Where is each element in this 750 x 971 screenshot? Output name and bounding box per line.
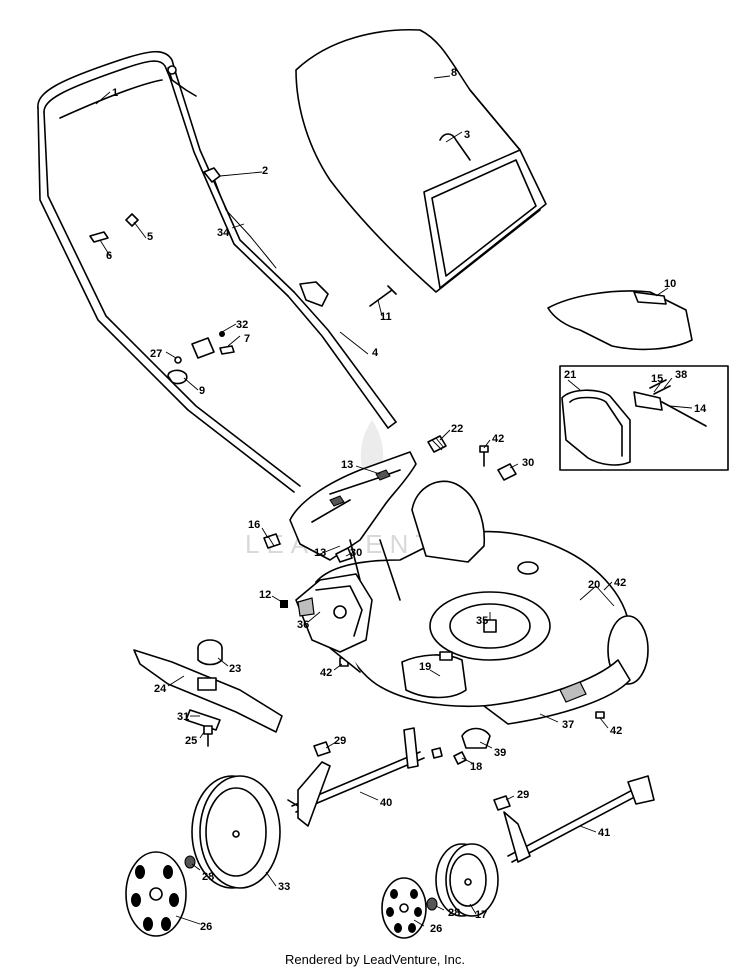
- callout-6: 6: [106, 250, 112, 262]
- callout-25: 25: [185, 735, 197, 747]
- callout-10: 10: [664, 278, 676, 290]
- callout-40: 40: [380, 797, 392, 809]
- callout-9: 9: [199, 385, 205, 397]
- callout-15: 15: [651, 373, 663, 385]
- callout-20: 20: [588, 579, 600, 591]
- callout-14: 14: [694, 403, 707, 415]
- callout-26-front: 26: [430, 923, 442, 935]
- callout-30-top: 30: [522, 457, 534, 469]
- bolt-30b: [335, 547, 353, 563]
- callout-42-left: 42: [320, 667, 332, 679]
- callout-7: 7: [244, 333, 250, 345]
- door-spring: [427, 435, 447, 453]
- callout-29-rear: 29: [334, 735, 346, 747]
- callout-labels: 1 2 3 4 5 6 7 8 9 10 11 12 13 13 14 15 1…: [106, 67, 707, 935]
- upper-handle: [37, 50, 301, 493]
- callout-41: 41: [598, 827, 610, 839]
- callout-17: 17: [475, 909, 487, 921]
- hubcap-26a: [125, 851, 187, 937]
- callout-33: 33: [278, 881, 290, 893]
- callout-4: 4: [372, 347, 379, 359]
- lower-handle: [287, 281, 397, 429]
- front-axle: [503, 775, 655, 863]
- mulch-plug: [561, 379, 707, 466]
- spring-29a: [313, 741, 331, 757]
- callout-3: 3: [464, 129, 470, 141]
- rear-axle: [287, 727, 425, 827]
- rear-wheel: [191, 775, 281, 889]
- callout-21: 21: [564, 369, 576, 381]
- callout-42-right: 42: [614, 577, 626, 589]
- callout-13-door: 13: [314, 547, 326, 559]
- wheel-washer-28b: [426, 897, 438, 911]
- callout-26-rear: 26: [200, 921, 212, 933]
- callout-5: 5: [147, 231, 153, 243]
- callout-13-shield: 13: [341, 459, 353, 471]
- callout-22: 22: [451, 423, 463, 435]
- callout-39: 39: [494, 747, 506, 759]
- callout-23: 23: [229, 663, 241, 675]
- hubcap-26b: [381, 877, 427, 939]
- blade: [133, 649, 283, 733]
- callout-28-rear: 28: [202, 871, 214, 883]
- callout-18: 18: [470, 761, 482, 773]
- callout-36: 36: [297, 619, 309, 631]
- callout-12: 12: [259, 589, 271, 601]
- callout-42-bottom: 42: [610, 725, 622, 737]
- callout-31: 31: [177, 711, 189, 723]
- rear-discharge-door: [289, 451, 417, 561]
- callout-34: 34: [217, 227, 230, 239]
- discharge-deflector: [547, 290, 693, 351]
- callout-24: 24: [154, 683, 167, 695]
- callout-16: 16: [248, 519, 260, 531]
- callout-11: 11: [380, 311, 392, 323]
- callout-30-mid: 30: [350, 547, 362, 559]
- blade-bolt: [203, 725, 213, 735]
- callout-1: 1: [112, 87, 118, 99]
- bolt-30a: [497, 463, 517, 481]
- engine: [295, 573, 373, 653]
- mower-deck: [315, 480, 649, 725]
- callout-8: 8: [451, 67, 457, 79]
- callout-32: 32: [236, 319, 248, 331]
- callout-28-front: 28: [448, 907, 460, 919]
- callout-19: 19: [419, 661, 431, 673]
- gear-bolt: [453, 751, 467, 765]
- handle-hardware: [89, 213, 235, 385]
- callout-2: 2: [262, 165, 268, 177]
- grass-bag: [295, 28, 547, 293]
- footer-credit: Rendered by LeadVenture, Inc.: [285, 952, 465, 967]
- control-cable: [213, 177, 277, 269]
- handle-bolt: [369, 285, 397, 307]
- blade-washer: [185, 709, 221, 731]
- callout-37: 37: [562, 719, 574, 731]
- blade-adapter: [197, 639, 223, 666]
- leader-lines: [95, 75, 693, 927]
- front-wheel: [435, 843, 499, 917]
- spring-29b: [493, 795, 511, 811]
- deflector-tab: [633, 291, 667, 305]
- callout-35: 35: [476, 615, 488, 627]
- callout-42-top: 42: [492, 433, 504, 445]
- callout-38: 38: [675, 369, 687, 381]
- callout-27: 27: [150, 348, 162, 360]
- callout-29-front: 29: [517, 789, 529, 801]
- wheel-washer-28a: [184, 855, 196, 869]
